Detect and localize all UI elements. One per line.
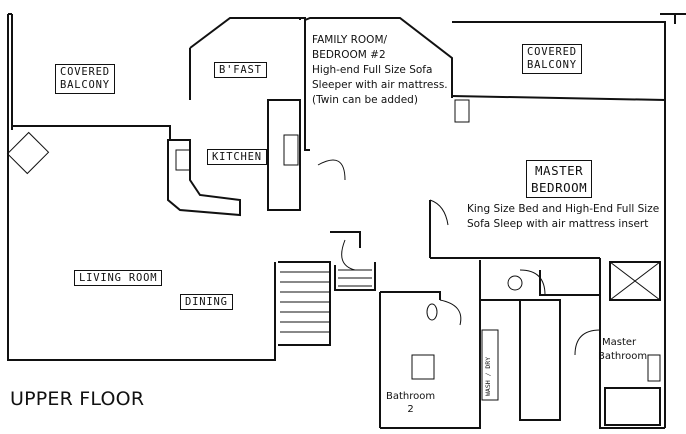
label-line: High-end Full Size Sofa <box>312 64 433 76</box>
label-line: King Size Bed and High-End Full Size <box>467 203 660 215</box>
label-text: B'FAST <box>219 64 262 76</box>
master-bath-wall <box>599 258 665 429</box>
master-bath-inner <box>539 270 600 296</box>
right-balcony-outer <box>452 21 666 100</box>
outer-wall <box>7 14 276 361</box>
label-kitchen: KITCHEN <box>207 149 267 165</box>
door-swing-bath2 <box>439 299 462 326</box>
label-line: BALCONY <box>527 59 577 71</box>
label-bathroom-2: Bathroom 2 <box>386 390 435 416</box>
water-heater <box>454 99 470 123</box>
label-line: FAMILY ROOM/ <box>312 34 388 46</box>
stairs-box <box>278 261 331 346</box>
upper-left-wall <box>12 125 171 140</box>
closet-walls <box>480 299 561 421</box>
label-dining: DINING <box>180 294 233 310</box>
kitchen-counter-2 <box>267 99 301 211</box>
bfast-octagon <box>189 17 301 100</box>
label-line: BEDROOM #2 <box>312 49 386 61</box>
hall-wall <box>330 231 361 248</box>
master-top-wall <box>451 95 666 428</box>
label-line: COVERED <box>60 66 110 78</box>
door-swing-hall <box>429 199 449 226</box>
label-line: Master <box>602 337 637 348</box>
label-living-room: LIVING ROOM <box>74 270 163 286</box>
vanity-master <box>647 354 661 382</box>
stair-treads <box>280 269 372 333</box>
label-family-room: FAMILY ROOM/ BEDROOM #2 High-end Full Si… <box>312 33 448 108</box>
family-room-left <box>304 50 310 151</box>
label-washer-dryer: WASH / DRY <box>484 357 492 396</box>
label-text: LIVING ROOM <box>79 272 158 284</box>
label-line: Sofa Sleep with air mattress insert <box>467 218 649 230</box>
bath2-top-wall <box>380 291 441 300</box>
label-line: 2 <box>407 404 414 415</box>
washer-dryer-box <box>481 329 499 401</box>
label-line: BEDROOM <box>531 180 588 195</box>
label-text: KITCHEN <box>212 151 262 163</box>
label-line: Bathroom <box>598 351 648 362</box>
vanity-bath2 <box>411 354 435 380</box>
label-master-bathroom: Master Bathroom <box>598 336 647 364</box>
tub <box>604 387 661 426</box>
toilet-bath2 <box>426 303 438 321</box>
label-line: Bathroom <box>386 391 436 402</box>
label-line: (Twin can be added) <box>312 94 418 106</box>
label-line: BALCONY <box>60 79 110 91</box>
floor-title: UPPER FLOOR <box>10 388 145 410</box>
door-swing-family <box>317 159 346 181</box>
label-text: DINING <box>185 296 228 308</box>
label-bfast: B'FAST <box>214 62 267 78</box>
door-swing-mbath <box>574 329 601 356</box>
label-text: WASH / DRY <box>484 356 492 396</box>
range <box>283 134 299 166</box>
sink <box>175 149 191 171</box>
label-line: MASTER <box>535 163 584 178</box>
toilet-master <box>507 275 523 291</box>
fireplace <box>6 131 50 175</box>
label-covered-balcony-left: COVERED BALCONY <box>55 64 115 94</box>
door-swing-master <box>519 269 546 296</box>
label-line: COVERED <box>527 46 577 58</box>
stairs-right <box>334 262 376 291</box>
label-master-bedroom-note: King Size Bed and High-End Full Size Sof… <box>467 202 659 232</box>
family-room-wall <box>304 17 453 98</box>
label-line: Sleeper with air mattress. <box>312 79 448 91</box>
label-covered-balcony-right: COVERED BALCONY <box>522 44 582 74</box>
bfast-right-wall <box>270 17 306 50</box>
label-master-bedroom: MASTER BEDROOM <box>526 160 593 198</box>
door-swing-living <box>341 239 356 271</box>
shower-x <box>609 261 661 301</box>
bath-wall <box>380 260 481 429</box>
